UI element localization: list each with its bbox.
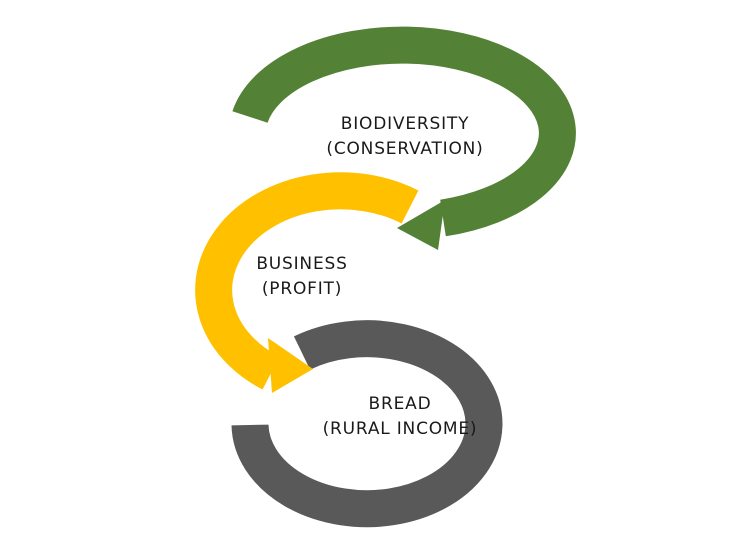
business-title: BUSINESS: [256, 254, 347, 274]
bread-title: BREAD: [369, 394, 432, 414]
biodiversity-subtitle: (CONSERVATION): [326, 139, 483, 159]
biodiversity-label: BIODIVERSITY (CONSERVATION): [326, 114, 483, 159]
business-arrowhead: [268, 338, 313, 393]
business-cycle: [195, 172, 419, 393]
bread-label: BREAD (RURAL INCOME): [323, 394, 478, 439]
bread-subtitle: (RURAL INCOME): [323, 419, 478, 439]
business-arc: [195, 172, 419, 390]
biodiversity-cycle: [232, 26, 576, 250]
bread-cycle: [231, 320, 503, 528]
bread-ring: [231, 320, 503, 528]
business-subtitle: (PROFIT): [262, 279, 342, 299]
biodiversity-arc: [232, 26, 576, 237]
biodiversity-title: BIODIVERSITY: [341, 114, 470, 134]
business-label: BUSINESS (PROFIT): [256, 254, 347, 299]
biodiversity-arrowhead: [397, 200, 445, 250]
